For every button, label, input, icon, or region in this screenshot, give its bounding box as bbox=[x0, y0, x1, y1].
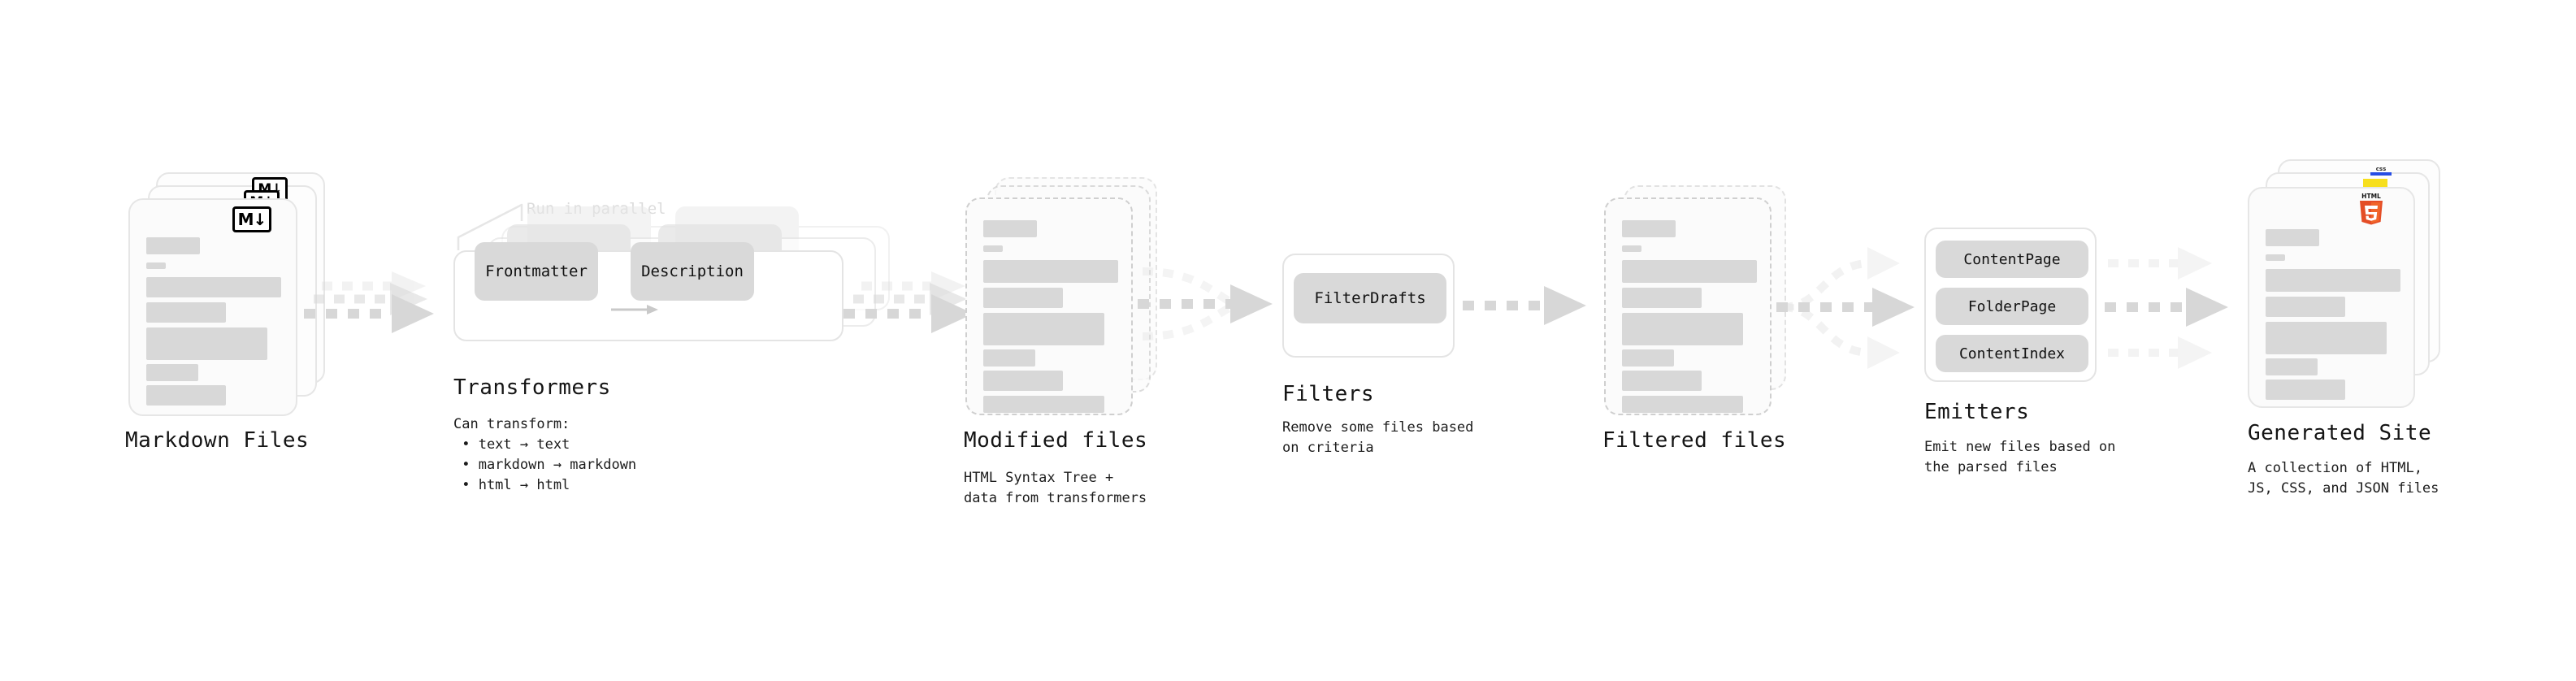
skeleton-bar bbox=[146, 302, 226, 323]
arrow-filtered-to-emitters bbox=[1776, 234, 1936, 380]
arrow-modified-to-filters bbox=[1138, 258, 1292, 353]
run-in-parallel-bracket bbox=[455, 195, 553, 254]
emitter-node-contentindex[interactable]: ContentIndex bbox=[1936, 335, 2088, 372]
stage-title-transformers: Transformers bbox=[453, 375, 611, 400]
transformer-node-frontmatter[interactable]: Frontmatter bbox=[475, 242, 598, 301]
skeleton-bar bbox=[2266, 269, 2400, 292]
skeleton-bar bbox=[983, 260, 1118, 283]
skeleton-bar bbox=[2266, 322, 2387, 354]
transformers-box: Frontmatter Description bbox=[453, 242, 843, 341]
transformer-node-label: Frontmatter bbox=[485, 262, 588, 280]
stage-subtitle-emitters: Emit new files based on the parsed files bbox=[1924, 439, 2116, 475]
skeleton-bar bbox=[1622, 349, 1674, 367]
markdown-card-front bbox=[128, 198, 297, 416]
skeleton-bar bbox=[983, 313, 1104, 345]
skeleton-bar bbox=[1622, 371, 1702, 391]
css3-icon: css bbox=[2370, 163, 2392, 176]
stage-subtitle-transformers: Can transform: • text → text • markdown … bbox=[453, 416, 637, 493]
skeleton-bar bbox=[983, 396, 1104, 413]
skeleton-bar bbox=[1622, 313, 1743, 345]
skeleton-bar bbox=[983, 288, 1063, 308]
skeleton-bar bbox=[2266, 297, 2345, 317]
stage-subtitle-filters: Remove some files based on criteria bbox=[1282, 419, 1474, 456]
arrow-emitters-to-site bbox=[2105, 234, 2264, 380]
skeleton-bar bbox=[146, 277, 281, 297]
stage-subtitle-modified-files: HTML Syntax Tree + data from transformer… bbox=[964, 470, 1147, 506]
skeleton-bar bbox=[2266, 358, 2318, 375]
emitter-node-label: ContentIndex bbox=[1958, 345, 2066, 362]
svg-text:HTML: HTML bbox=[2361, 193, 2381, 200]
emitter-node-label: FolderPage bbox=[1967, 297, 2057, 315]
skeleton-bar bbox=[983, 245, 1003, 252]
stage-title-markdown-files: Markdown Files bbox=[125, 428, 310, 453]
transformer-node-description[interactable]: Description bbox=[631, 242, 754, 301]
svg-text:css: css bbox=[2376, 166, 2386, 172]
filter-node-filterdrafts[interactable]: FilterDrafts bbox=[1294, 273, 1446, 323]
markdown-icon: M↓ bbox=[232, 206, 271, 232]
skeleton-bar bbox=[1622, 288, 1702, 308]
skeleton-bar bbox=[983, 349, 1035, 367]
skeleton-bar bbox=[1622, 260, 1757, 283]
emitters-box: ContentPage FolderPage ContentIndex bbox=[1924, 228, 2097, 382]
stage-title-generated-site: Generated Site bbox=[2248, 421, 2432, 445]
stage-title-filtered-files: Filtered files bbox=[1602, 428, 1787, 453]
filtered-card-front bbox=[1604, 197, 1772, 415]
emitter-node-folderpage[interactable]: FolderPage bbox=[1936, 288, 2088, 325]
skeleton-bar bbox=[1622, 220, 1676, 237]
transformer-node-label: Description bbox=[641, 262, 744, 280]
stage-title-modified-files: Modified files bbox=[964, 428, 1148, 453]
filter-node-label: FilterDrafts bbox=[1314, 289, 1426, 307]
skeleton-bar bbox=[2266, 380, 2345, 400]
stage-title-emitters: Emitters bbox=[1924, 400, 2030, 424]
skeleton-bar bbox=[146, 385, 226, 406]
arrow-transformers-to-modified bbox=[843, 268, 995, 346]
emitter-node-label: ContentPage bbox=[1963, 250, 2061, 268]
skeleton-bar bbox=[2266, 229, 2319, 246]
skeleton-bar bbox=[983, 371, 1063, 391]
skeleton-bar bbox=[983, 220, 1037, 237]
emitter-node-contentpage[interactable]: ContentPage bbox=[1936, 241, 2088, 278]
skeleton-bar bbox=[146, 237, 200, 254]
stage-title-filters: Filters bbox=[1282, 382, 1375, 406]
html5-icon: HTML bbox=[2357, 192, 2386, 226]
arrow-markdown-to-transformers bbox=[304, 268, 455, 346]
skeleton-bar bbox=[2266, 254, 2285, 261]
skeleton-bar bbox=[146, 327, 267, 360]
skeleton-bar bbox=[146, 262, 166, 269]
filters-box: FilterDrafts bbox=[1282, 254, 1455, 358]
modified-card-front bbox=[965, 197, 1133, 415]
transformer-inner-arrow bbox=[611, 303, 661, 316]
arrow-filters-to-filtered bbox=[1463, 284, 1601, 333]
site-card-front bbox=[2248, 187, 2415, 408]
skeleton-bar bbox=[1622, 245, 1641, 252]
skeleton-bar bbox=[1622, 396, 1743, 413]
stage-subtitle-generated-site: A collection of HTML, JS, CSS, and JSON … bbox=[2248, 460, 2439, 497]
skeleton-bar bbox=[146, 364, 198, 381]
